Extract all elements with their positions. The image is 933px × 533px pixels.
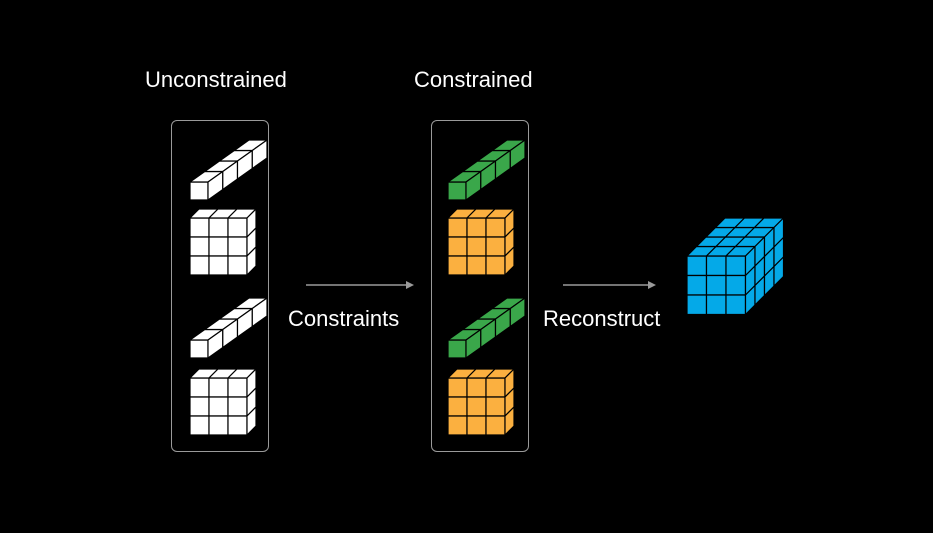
- cube-face: [227, 236, 248, 257]
- cube-face: [773, 256, 785, 287]
- cube-face: [189, 255, 210, 276]
- cube-face: [208, 236, 229, 257]
- cube-face: [251, 139, 268, 170]
- cube-face: [466, 217, 487, 238]
- cube-face: [251, 297, 268, 328]
- constraints-label: Constraints: [288, 306, 400, 331]
- cube-face: [208, 217, 229, 238]
- cube-face: [705, 294, 727, 316]
- cube-face: [227, 377, 248, 398]
- cube-face: [246, 406, 257, 436]
- cube-face: [466, 377, 487, 398]
- cube-face: [725, 274, 747, 296]
- cube-face: [686, 294, 708, 316]
- constraints-arrow-head: [406, 281, 414, 289]
- cube-face: [189, 339, 209, 359]
- cube-face: [485, 415, 506, 436]
- cube-face: [227, 217, 248, 238]
- cube-face: [509, 297, 526, 328]
- cube-face: [447, 339, 467, 359]
- cube-face: [466, 415, 487, 436]
- cube-face: [466, 255, 487, 276]
- cube-face: [504, 246, 515, 276]
- constrained-row-2: [447, 297, 526, 359]
- reconstructed-cube: [686, 217, 785, 316]
- cube-face: [208, 415, 229, 436]
- cube-face: [227, 255, 248, 276]
- cube-face: [227, 415, 248, 436]
- constrained-row-1: [447, 139, 526, 201]
- cube-face: [447, 236, 468, 257]
- cube-face: [686, 255, 708, 277]
- cube-face: [246, 246, 257, 276]
- constrained-block-2: [447, 368, 515, 436]
- reconstruct-arrow-head: [648, 281, 656, 289]
- cube-face: [509, 139, 526, 170]
- cube-face: [485, 255, 506, 276]
- cube-face: [504, 406, 515, 436]
- unconstrained-title: Unconstrained: [145, 67, 287, 92]
- cube-face: [447, 181, 467, 201]
- cube-face: [189, 396, 210, 417]
- cube-face: [189, 217, 210, 238]
- constrained-panel: [431, 120, 529, 452]
- cube-face: [485, 217, 506, 238]
- constrained-block-1: [447, 208, 515, 276]
- cube-face: [189, 236, 210, 257]
- cube-face: [189, 415, 210, 436]
- cube-face: [725, 255, 747, 277]
- cube-face: [466, 396, 487, 417]
- cube-face: [705, 255, 727, 277]
- cube-face: [485, 236, 506, 257]
- cube-face: [189, 377, 210, 398]
- cube-face: [447, 217, 468, 238]
- cube-face: [447, 377, 468, 398]
- unconstrained-panel: [171, 120, 269, 452]
- cube-face: [208, 255, 229, 276]
- cube-face: [725, 294, 747, 316]
- cube-face: [705, 274, 727, 296]
- unconstrained-row-2: [189, 297, 268, 359]
- cube-face: [485, 377, 506, 398]
- unconstrained-block-1: [189, 208, 257, 276]
- cube-face: [447, 415, 468, 436]
- unconstrained-row-1: [189, 139, 268, 201]
- cube-face: [485, 396, 506, 417]
- cube-face: [208, 396, 229, 417]
- cube-face: [686, 274, 708, 296]
- cube-face: [189, 181, 209, 201]
- cube-face: [227, 396, 248, 417]
- unconstrained-block-2: [189, 368, 257, 436]
- cube-face: [208, 377, 229, 398]
- constrained-title: Constrained: [414, 67, 533, 92]
- cube-face: [447, 255, 468, 276]
- cube-face: [447, 396, 468, 417]
- cube-face: [466, 236, 487, 257]
- reconstruct-label: Reconstruct: [543, 306, 661, 331]
